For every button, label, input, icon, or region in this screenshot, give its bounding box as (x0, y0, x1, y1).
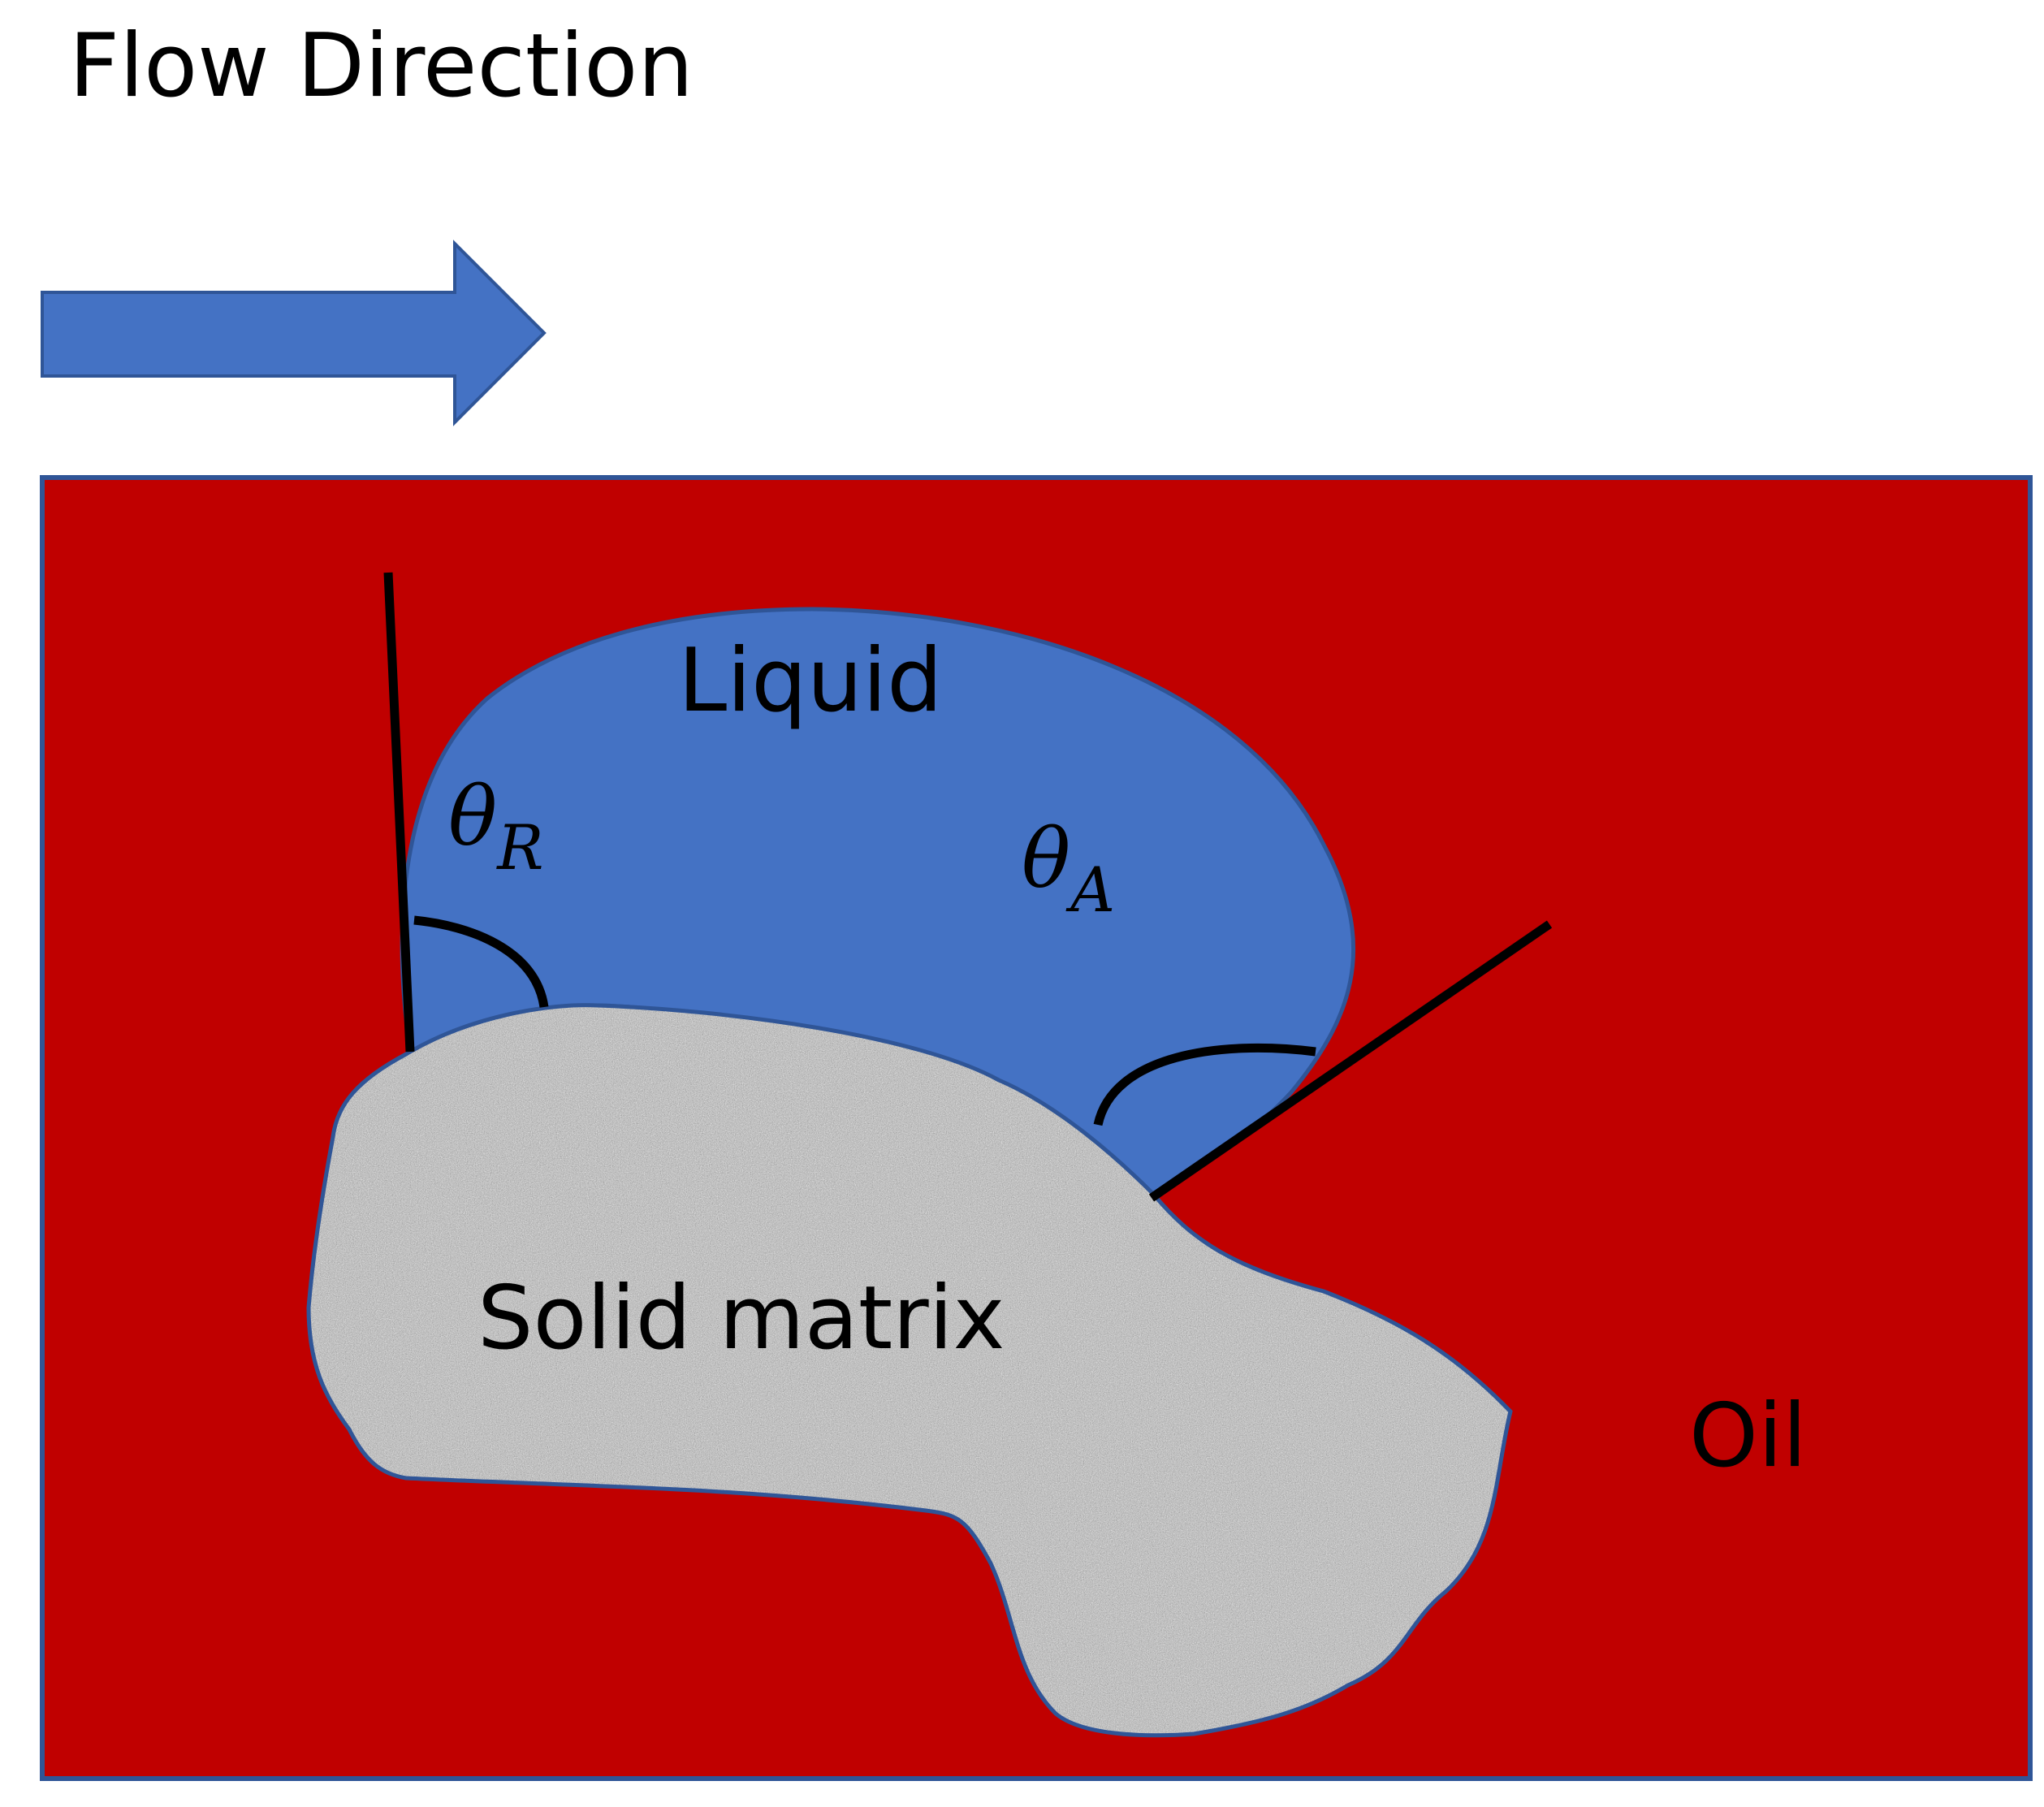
advancing-angle-arc (1093, 1043, 1316, 1126)
receding-angle-arc (413, 915, 549, 1008)
oil-label: Oil (1689, 1386, 1807, 1487)
receding-angle-symbol: θ (448, 769, 497, 864)
right-arrow-icon (41, 240, 547, 426)
advancing-angle-subscript: A (1065, 854, 1115, 926)
advancing-tangent-line (1148, 920, 1553, 1202)
flow-direction-title: Flow Direction (69, 15, 694, 117)
advancing-angle-symbol: θ (1022, 811, 1070, 906)
solid-matrix-label: Solid matrix (478, 1268, 1005, 1369)
receding-angle-subscript: R (495, 811, 543, 884)
receding-tangent-line (383, 572, 415, 1053)
liquid-label: Liquid (678, 630, 943, 732)
advancing-angle-label: θA (1022, 811, 1115, 926)
receding-angle-label: θR (448, 769, 543, 884)
